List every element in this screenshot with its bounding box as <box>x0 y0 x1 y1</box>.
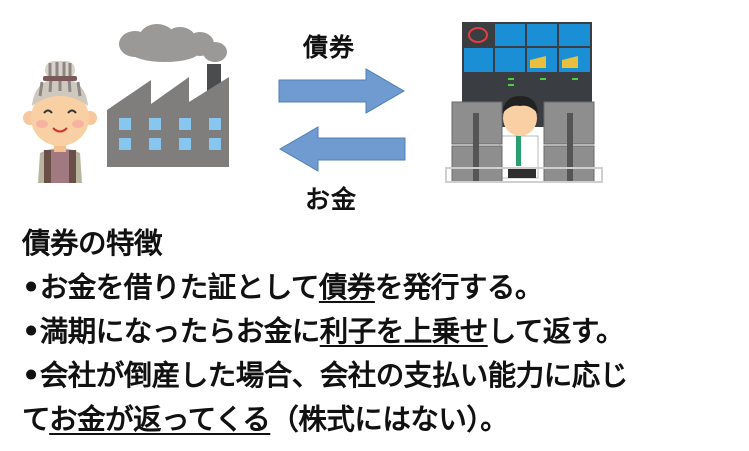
continuation-emphasis: お金が返ってくる <box>49 403 271 436</box>
bond-label: 債券 <box>303 33 356 62</box>
money-label: お金 <box>305 185 358 214</box>
trader-illustration <box>445 22 603 183</box>
bullet-2-text: •満期になったらお金に <box>22 315 320 348</box>
bullet-2-emphasis: 利子を上乗せ <box>319 315 489 348</box>
elderly-woman-illustration <box>23 61 97 183</box>
bullet-2: •満期になったらお金に利子を上乗せして返す。 <box>22 310 742 354</box>
bullet-1-tail: を発行する。 <box>374 271 544 304</box>
features-heading: 債券の特徴 <box>22 227 163 260</box>
bullet-1-text: •お金を借りた証として <box>22 271 319 304</box>
factory-illustration <box>107 24 229 167</box>
arrow-left-icon <box>279 126 406 172</box>
bullet-3-text: •会社が倒産した場合、会社の支払い能力に応じ <box>22 359 628 392</box>
continuation-tail: （株式にはない）。 <box>270 403 509 436</box>
bond-features: 債券の特徴 •お金を借りた証として債券を発行する。 •満期になったらお金に利子を… <box>22 222 742 442</box>
bullet-1: •お金を借りた証として債券を発行する。 <box>22 266 742 310</box>
bullet-3-continuation: てお金が返ってくる（株式にはない）。 <box>22 398 742 442</box>
bullet-3: •会社が倒産した場合、会社の支払い能力に応じ <box>22 354 742 398</box>
continuation-text: て <box>22 403 50 436</box>
arrow-right-icon <box>278 68 405 114</box>
bullet-2-tail: して返す。 <box>487 315 625 348</box>
bullet-1-emphasis: 債券 <box>318 271 376 304</box>
